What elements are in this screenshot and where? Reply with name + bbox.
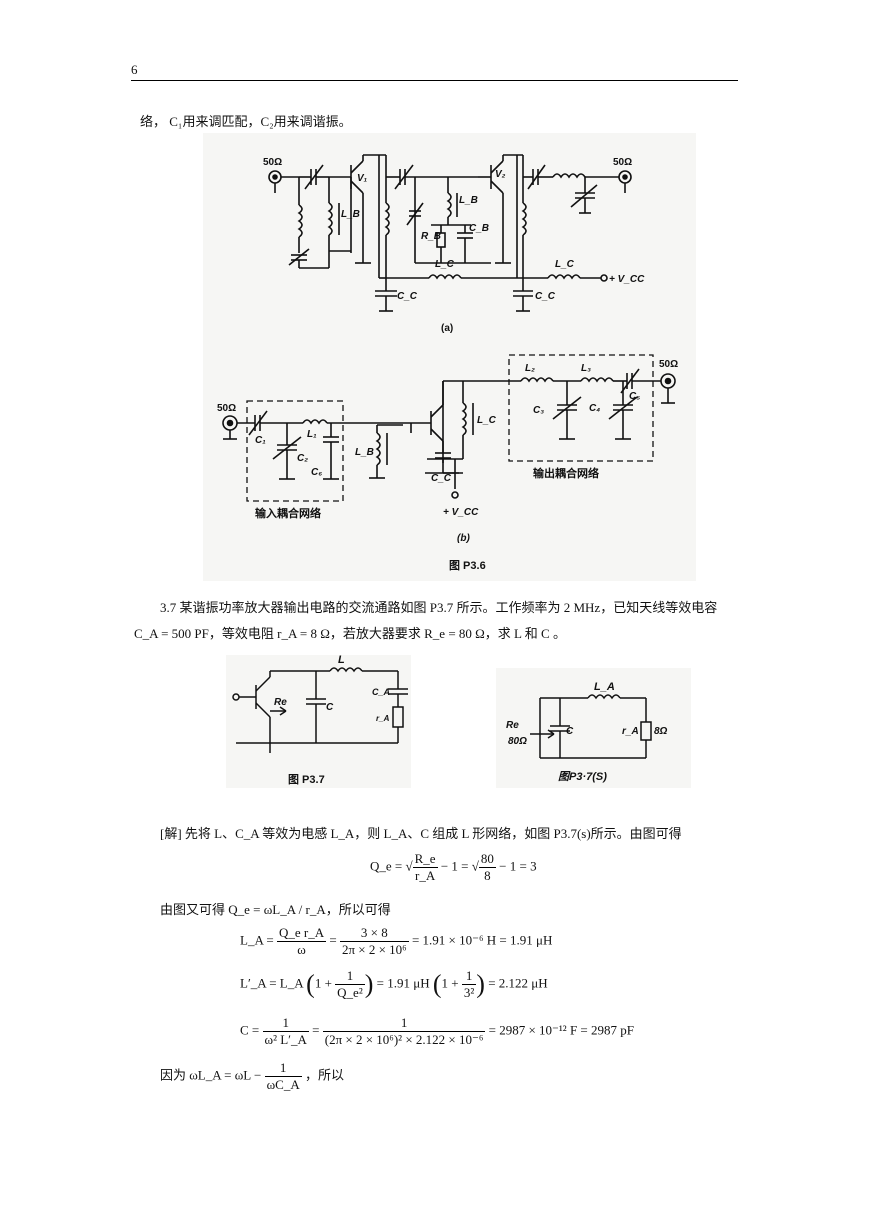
p36b-c1-label: C₁	[255, 435, 266, 446]
la-frac2-num: 3 × 8	[339, 925, 409, 942]
p36b-output-net-label: 输出耦合网络	[533, 466, 599, 480]
lap-frac2-num: 1	[461, 968, 477, 985]
problem-3-7-line1: 3.7 某谐振功率放大器输出电路的交流通路如图 P3.7 所示。工作频率为 2 …	[160, 600, 718, 615]
p37-ca-label: C_A	[372, 687, 390, 697]
lap-frac1-den: Q_e²	[337, 985, 363, 1000]
p37s-la-label: L_A	[594, 681, 615, 693]
p36b-c3-label: C₃	[533, 405, 544, 416]
p36b-c4-label: C₄	[589, 403, 600, 414]
p37-ra-label: r_A	[376, 714, 390, 723]
p36a-rb-label: R_B	[421, 231, 441, 242]
circuit-diagram-p3-7: L Re C C_A r_A 图 P3.7	[232, 654, 408, 786]
p37s-re-value: 80Ω	[508, 736, 527, 747]
last-pre: 因为 ωL_A = ωL −	[160, 1067, 262, 1083]
la-frac2-den: 2π × 2 × 10⁶	[341, 942, 407, 957]
p36b-l1-label: L₁	[307, 429, 317, 440]
la-eq: =	[329, 932, 337, 948]
p36a-lc1-label: L_C	[435, 259, 455, 270]
last-frac-num: 1	[264, 1060, 302, 1077]
lap-rhs: = 2.122 μH	[488, 975, 548, 991]
qe-frac2-num: 80	[478, 851, 496, 868]
p37s-rl-label: 8Ω	[654, 726, 668, 737]
p36b-c5-label: C₅	[629, 391, 640, 402]
solution-intro: [解] 先将 L、C_A 等效为电感 L_A，则 L_A、C 组成 L 形网络，…	[160, 826, 682, 841]
p37s-re-label: Re	[506, 720, 519, 731]
last-frac-den: ωC_A	[266, 1077, 300, 1092]
p36b-lb-label: L_B	[355, 447, 374, 458]
p36a-cc1-label: C_C	[397, 291, 418, 302]
qe-frac1-den: r_A	[415, 868, 436, 883]
figure-p3-7s: L_A Re 80Ω C r_A 8Ω 图P3·7(S)	[496, 668, 691, 788]
p36a-cb-label: C_B	[469, 223, 489, 234]
p36a-lb2-label: L_B	[459, 195, 478, 206]
p36a-lc2-label: L_C	[555, 259, 575, 270]
c-lhs: C =	[240, 1022, 260, 1038]
p36a-part-label: (a)	[441, 323, 453, 334]
lap-mid: = 1.91 μH	[376, 975, 430, 991]
solution-line2: 由图又可得 Q_e = ωL_A / r_A，所以可得	[160, 902, 391, 917]
header-rule	[131, 80, 738, 81]
figure-p3-7: L Re C C_A r_A 图 P3.7	[226, 654, 411, 788]
la-frac1-den: ω	[297, 942, 306, 957]
la-frac1-num: Q_e r_A	[276, 925, 327, 942]
c-frac2-den: (2π × 2 × 10⁶)² × 2.122 × 10⁻⁶	[324, 1032, 484, 1047]
qe-rhs: − 1 = 3	[499, 858, 537, 874]
p36b-port-in-label: 50Ω	[217, 403, 236, 414]
problem-3-7-line2: C_A = 500 PF，等效电阻 r_A = 8 Ω，若放大器要求 R_e =…	[134, 626, 566, 641]
p36a-cc2-label: C_C	[535, 291, 556, 302]
p36b-lc-label: L_C	[477, 415, 497, 426]
p36b-c2-label: C₂	[297, 453, 308, 464]
p36b-port-out-label: 50Ω	[659, 359, 678, 370]
la-rhs: = 1.91 × 10⁻⁶ H = 1.91 μH	[411, 932, 553, 948]
qe-mid: − 1 =	[440, 858, 469, 874]
circuit-diagram-p3-7s: L_A Re 80Ω C r_A 8Ω 图P3·7(S)	[506, 681, 668, 783]
p36b-cc-label: C_C	[431, 473, 452, 484]
page-number: 6	[131, 62, 138, 77]
qe-frac2-den: 8	[484, 868, 491, 883]
p37s-c-label: C	[566, 726, 574, 737]
p37-c-label: C	[326, 702, 334, 713]
p36b-part-label: (b)	[457, 533, 470, 544]
c-frac1-num: 1	[262, 1015, 309, 1032]
p36a-v1-label: V₁	[357, 173, 368, 184]
last-post: ，所以	[304, 1067, 344, 1083]
figure-p3-6: 50Ω 50Ω V₁ V₂ L_B L_B R_B C_B L_C L_C C_…	[203, 133, 696, 581]
p37s-caption: 图P3·7(S)	[558, 771, 607, 783]
p36b-vcc-label: + V_CC	[443, 507, 479, 518]
p36a-lb1-label: L_B	[341, 209, 360, 220]
p36-caption: 图 P3.6	[449, 559, 486, 572]
p36b-l3-label: L₃	[581, 363, 591, 374]
qe-frac1-num: R_e	[412, 851, 438, 868]
qe-lhs: Q_e =	[370, 858, 403, 874]
p36a-vcc-label: + V_CC	[609, 274, 645, 285]
p36b-l2-label: L₂	[525, 363, 535, 374]
intro-line: 络， C₁用来调匹配，C₂用来调谐振。	[140, 114, 352, 129]
p36b-input-net-label: 输入耦合网络	[255, 506, 321, 520]
lap-frac2-den: 3²	[463, 985, 475, 1000]
p37s-ra-label: r_A	[622, 726, 639, 737]
la-lhs: L_A =	[240, 932, 274, 948]
p36a-port-out-label: 50Ω	[613, 157, 632, 168]
lap-p1: 1 +	[314, 975, 332, 991]
p36b-c6-label: C₆	[311, 467, 322, 478]
c-frac1-den: ω² L′_A	[264, 1032, 307, 1047]
circuit-diagram-p3-6: 50Ω 50Ω V₁ V₂ L_B L_B R_B C_B L_C L_C C_…	[217, 154, 678, 572]
p37-caption: 图 P3.7	[288, 773, 325, 786]
p37-l-label: L	[338, 655, 345, 666]
p36a-v2-label: V₂	[495, 169, 506, 180]
c-frac2-num: 1	[322, 1015, 486, 1032]
c-eq: =	[312, 1022, 320, 1038]
lap-frac1-num: 1	[335, 968, 365, 985]
lap-lhs: L′_A = L_A	[240, 975, 303, 991]
c-rhs: = 2987 × 10⁻¹² F = 2987 pF	[488, 1022, 634, 1038]
p37-re-label: Re	[274, 697, 287, 708]
p36a-port-in-label: 50Ω	[263, 157, 282, 168]
lap-p2: 1 +	[441, 975, 459, 991]
